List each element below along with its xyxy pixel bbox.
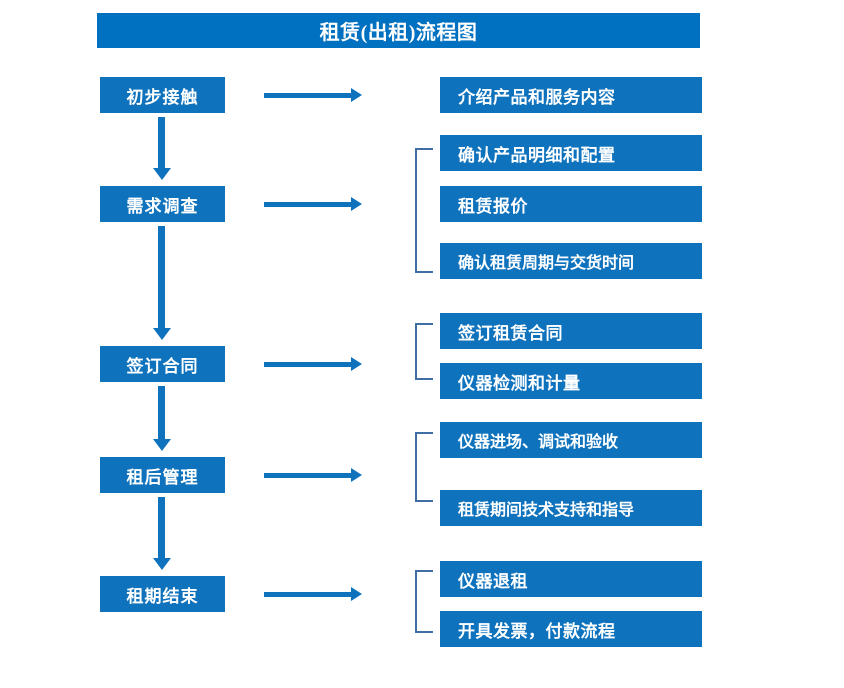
detail-box-2[interactable]: 确认产品明细和配置: [440, 135, 702, 171]
flow-arrow-down-1: [153, 117, 171, 180]
stage-box-2[interactable]: 需求调查: [100, 186, 225, 222]
detail-box-6[interactable]: 仪器检测和计量: [440, 363, 702, 399]
detail-arrow-right-2: [264, 197, 362, 211]
chart-title: 租赁(出租)流程图: [97, 13, 700, 48]
detail-arrow-right-4: [264, 468, 362, 482]
detail-box-9[interactable]: 仪器退租: [440, 561, 702, 597]
detail-box-3[interactable]: 租赁报价: [440, 186, 702, 222]
flow-arrow-down-3: [153, 386, 171, 451]
stage-box-4[interactable]: 租后管理: [100, 457, 225, 493]
detail-arrow-right-5: [264, 587, 362, 601]
stage-box-5[interactable]: 租期结束: [100, 576, 225, 612]
group-bracket-1: [415, 148, 433, 273]
detail-box-7[interactable]: 仪器进场、调试和验收: [440, 422, 702, 458]
detail-box-5[interactable]: 签订租赁合同: [440, 313, 702, 349]
group-bracket-2: [415, 323, 433, 380]
detail-arrow-right-1: [264, 88, 362, 102]
detail-box-10[interactable]: 开具发票，付款流程: [440, 611, 702, 647]
stage-box-3[interactable]: 签订合同: [100, 346, 225, 382]
group-bracket-3: [415, 432, 433, 502]
detail-arrow-right-3: [264, 357, 362, 371]
flow-arrow-down-2: [153, 226, 171, 340]
stage-box-1[interactable]: 初步接触: [100, 77, 225, 113]
flow-arrow-down-4: [153, 497, 171, 570]
detail-box-4[interactable]: 确认租赁周期与交货时间: [440, 243, 702, 279]
detail-box-8[interactable]: 租赁期间技术支持和指导: [440, 490, 702, 526]
group-bracket-4: [415, 570, 433, 633]
detail-box-1[interactable]: 介绍产品和服务内容: [440, 77, 702, 113]
